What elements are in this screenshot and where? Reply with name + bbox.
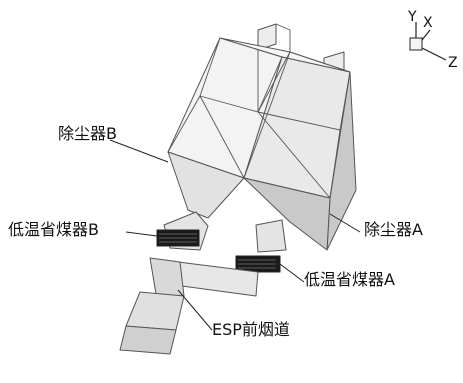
economizer-a-duct [255, 219, 287, 253]
leader-line-0 [109, 139, 169, 163]
precipitator-top-outlet-b [257, 23, 277, 51]
axis-origin-box [409, 37, 423, 51]
precipitator-edge-0 [199, 37, 221, 97]
label-precipitator-a: 除尘器A [364, 220, 423, 239]
axis-z-line [421, 47, 447, 61]
leader-line-2 [125, 231, 158, 237]
axis-x-line [421, 29, 431, 41]
precipitator-edge-4 [289, 51, 351, 73]
precipitator-edge-9 [257, 111, 341, 131]
precipitator-edge-11 [329, 129, 341, 199]
label-economizer-a: 低温省煤器A [304, 270, 395, 289]
precipitator-edge-8 [257, 111, 331, 199]
precipitator-edge-6 [167, 95, 201, 153]
leader-line-1 [329, 213, 361, 233]
precipitator-edge-12 [275, 23, 291, 31]
precipitator-edge-7 [199, 95, 245, 179]
axis-z-label: Z [448, 55, 458, 71]
precipitator-edge-1 [199, 95, 259, 113]
label-esp-duct: ESP前烟道 [212, 320, 290, 339]
axis-y-label: Y [408, 9, 417, 25]
precipitator-edge-3 [257, 51, 291, 113]
leader-line-4 [177, 289, 213, 331]
label-precipitator-b: 除尘器B [58, 124, 117, 143]
precipitator-edge-5 [243, 51, 291, 179]
leader-line-3 [279, 263, 305, 283]
esp-inlet-duct-descent [125, 291, 185, 331]
precipitator-edge-2 [257, 56, 283, 113]
esp-inlet-duct-bottom [119, 325, 177, 355]
label-economizer-b: 低温省煤器B [8, 220, 99, 239]
precipitator-edge-10 [339, 71, 351, 131]
axis-x-label: X [423, 15, 433, 31]
hopper-b [167, 151, 245, 219]
hopper-a [243, 177, 331, 251]
